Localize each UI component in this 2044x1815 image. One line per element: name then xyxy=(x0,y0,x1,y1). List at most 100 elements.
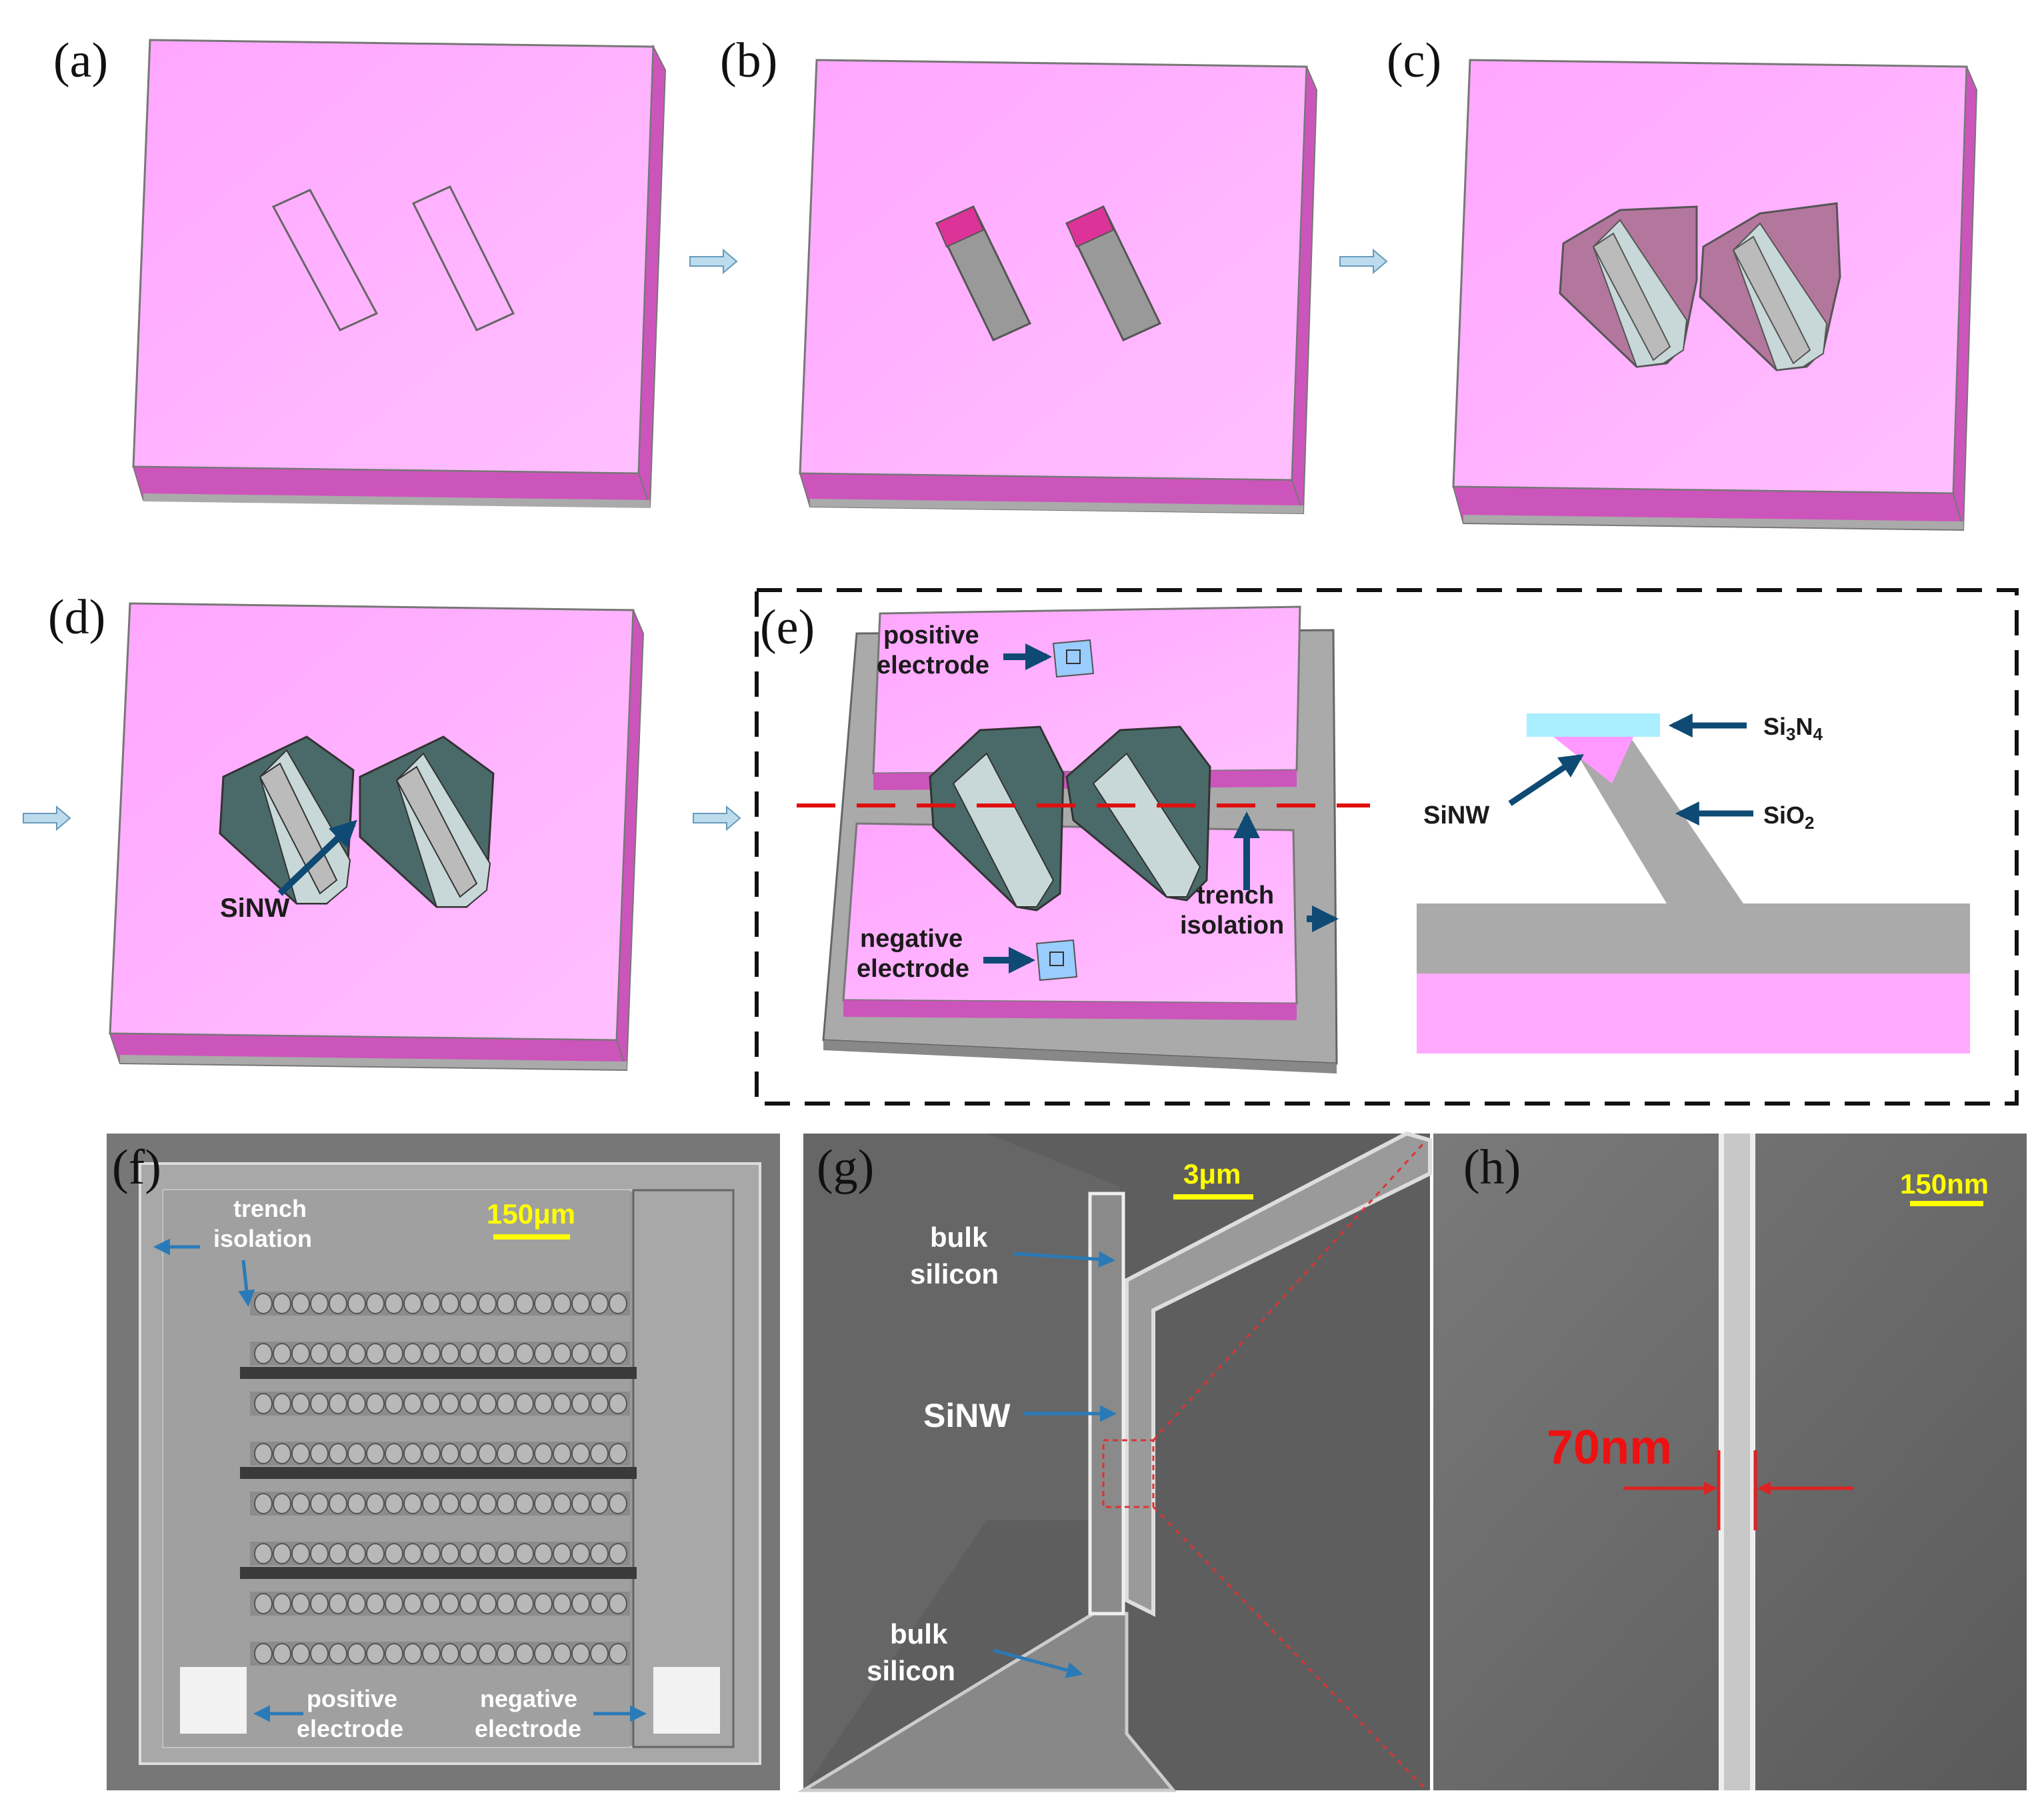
nanowire-cell xyxy=(273,1293,291,1314)
si3n4-cap xyxy=(1527,713,1660,737)
nanowire-cell xyxy=(515,1643,534,1664)
nanowire-cell xyxy=(609,1543,627,1564)
nanowire-cell xyxy=(459,1293,478,1314)
lower-bridge xyxy=(797,1612,1177,1792)
nanowire-edge-right xyxy=(1750,1134,1755,1790)
nanowire-cell xyxy=(441,1593,459,1614)
nanowire-cell xyxy=(497,1543,515,1564)
nanowire-cell xyxy=(478,1443,497,1464)
nanowire-cell xyxy=(422,1393,441,1414)
nanowire-cell xyxy=(609,1393,627,1414)
nanowire-cell xyxy=(291,1343,310,1364)
panel-e-cross-section xyxy=(1417,713,1970,1054)
panel-f-sem xyxy=(107,1134,780,1790)
nanowire-cell xyxy=(534,1643,553,1664)
panel-label-a: (a) xyxy=(53,33,108,88)
nanowire-cell xyxy=(422,1643,441,1664)
nanowire-cell xyxy=(291,1543,310,1564)
nanowire-cell xyxy=(254,1443,273,1464)
label-d-sinw: SiNW xyxy=(220,893,290,923)
nanowire-cell xyxy=(310,1293,329,1314)
nanowire-cell xyxy=(385,1493,403,1514)
process-arrow-bc xyxy=(1339,248,1388,275)
nanowire-cell xyxy=(310,1493,329,1514)
process-arrow-de xyxy=(693,805,741,831)
nanowire-cell xyxy=(366,1393,385,1414)
nanowire-cell xyxy=(422,1443,441,1464)
nanowire-cell xyxy=(571,1543,590,1564)
label-f-trench-1: trench xyxy=(233,1195,307,1222)
nanowire-cell xyxy=(254,1593,273,1614)
nanowire-cell xyxy=(459,1643,478,1664)
nanowire-cell xyxy=(403,1393,422,1414)
nanowire-cell xyxy=(571,1493,590,1514)
upper-bulk-silicon xyxy=(803,1134,1120,1790)
nanowire-cell xyxy=(534,1593,553,1614)
nanowire-cell xyxy=(291,1293,310,1314)
nanowire-cell xyxy=(273,1343,291,1364)
right-electrode-strip xyxy=(632,1189,735,1748)
nanowire-cell xyxy=(497,1343,515,1364)
nanowire-cell xyxy=(366,1593,385,1614)
negative-electrode-contact-inner xyxy=(1049,952,1064,966)
nanowire-cell xyxy=(441,1293,459,1314)
nanowire-cell xyxy=(329,1493,347,1514)
nanowire-cell xyxy=(291,1393,310,1414)
nanowire-cell xyxy=(515,1393,534,1414)
nanowire-cell xyxy=(609,1593,627,1614)
label-e-negative-2: electrode xyxy=(857,955,969,983)
nanowire-cell xyxy=(590,1643,609,1664)
nanowire-cell xyxy=(273,1593,291,1614)
nanowire-cell xyxy=(329,1393,347,1414)
nanowire-cell xyxy=(497,1643,515,1664)
nanowire-cell xyxy=(609,1343,627,1364)
panel-label-f: (f) xyxy=(112,1140,161,1195)
nanowire-cell xyxy=(553,1493,571,1514)
label-e-trench-1: trench xyxy=(1197,881,1274,910)
nanowire-cell xyxy=(478,1493,497,1514)
nanowire-cell xyxy=(590,1293,609,1314)
nanowire-cell xyxy=(534,1493,553,1514)
nanowire-cell xyxy=(254,1643,273,1664)
nanowire-cell xyxy=(441,1493,459,1514)
buried-oxide xyxy=(1417,903,1970,974)
trench-gap xyxy=(240,1467,637,1479)
nanowire-cell xyxy=(553,1593,571,1614)
upper-bridge xyxy=(1125,1131,1432,1617)
nanowire-cell xyxy=(347,1493,366,1514)
label-e-positive-2: electrode xyxy=(877,651,989,679)
label-e-negative-1: negative xyxy=(860,925,963,953)
nanowire-edge-left xyxy=(1719,1134,1724,1790)
nanowire-cell xyxy=(422,1543,441,1564)
negative-pad-side xyxy=(843,1000,1297,1020)
nanowire-cell xyxy=(478,1543,497,1564)
nanowire-cell xyxy=(534,1293,553,1314)
nanowire-cell xyxy=(254,1493,273,1514)
nanowire-cell xyxy=(459,1593,478,1614)
nanowire-cell xyxy=(590,1443,609,1464)
positive-electrode-contact xyxy=(1052,639,1095,678)
nanowire-cell xyxy=(590,1543,609,1564)
trench-gap xyxy=(240,1567,637,1579)
nanowire-cell xyxy=(459,1393,478,1414)
label-g-scale: 3μm xyxy=(1183,1158,1241,1190)
nanowire-cell xyxy=(347,1643,366,1664)
label-g-bulk1-1: bulk xyxy=(930,1222,988,1253)
nanowire-cell xyxy=(534,1343,553,1364)
positive-electrode-contact-inner xyxy=(1066,649,1081,664)
positive-electrode-pad xyxy=(180,1667,247,1734)
window-left xyxy=(271,189,379,331)
oxide-layer xyxy=(120,1055,627,1070)
label-h-width: 70nm xyxy=(1547,1421,1672,1474)
trench-gap xyxy=(240,1367,637,1379)
nanowire-cell xyxy=(497,1593,515,1614)
nanowire-cell xyxy=(571,1393,590,1414)
nanowire-cell xyxy=(385,1443,403,1464)
nanowire-cell xyxy=(553,1393,571,1414)
nanowire-cell xyxy=(590,1493,609,1514)
panel-g-sem xyxy=(797,1131,1432,1792)
nanowire-cell xyxy=(441,1543,459,1564)
label-f-positive-1: positive xyxy=(307,1685,397,1712)
negative-electrode-contact xyxy=(1035,939,1078,982)
